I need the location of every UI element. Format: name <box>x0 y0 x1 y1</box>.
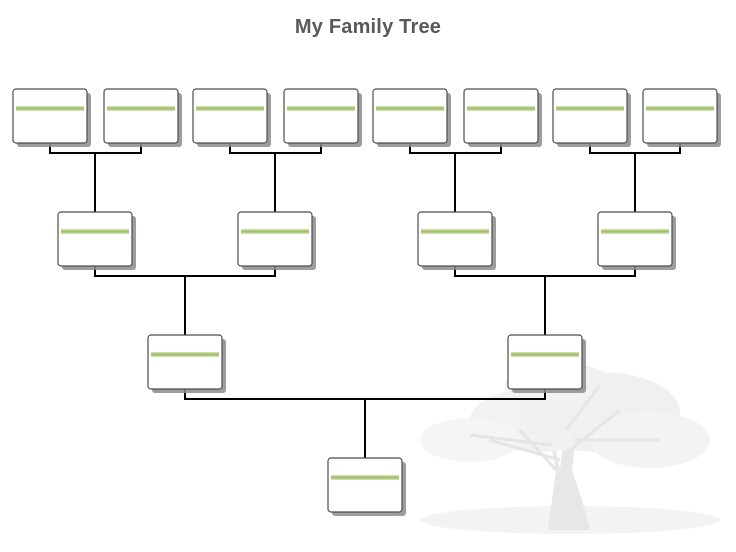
connector-lines <box>49 142 681 459</box>
name-line <box>556 106 624 111</box>
person-box-great-grandparents-4[interactable] <box>283 88 362 147</box>
name-line <box>331 475 399 480</box>
name-line <box>61 229 129 234</box>
name-line <box>196 106 264 111</box>
person-boxes <box>12 88 721 516</box>
name-line <box>376 106 444 111</box>
person-box-parents-1[interactable] <box>147 334 226 393</box>
person-box-parents-2[interactable] <box>507 334 586 393</box>
name-line <box>421 229 489 234</box>
person-box-great-grandparents-8[interactable] <box>642 88 721 147</box>
name-line <box>151 352 219 357</box>
person-box-great-grandparents-5[interactable] <box>372 88 451 147</box>
person-box-grandparents-2[interactable] <box>237 211 316 270</box>
person-box-great-grandparents-3[interactable] <box>192 88 271 147</box>
person-box-great-grandparents-1[interactable] <box>12 88 91 147</box>
page-title: My Family Tree <box>294 16 442 38</box>
name-line <box>241 229 309 234</box>
person-box-grandparents-3[interactable] <box>417 211 496 270</box>
person-box-grandparents-4[interactable] <box>597 211 676 270</box>
person-box-self-1[interactable] <box>327 457 406 516</box>
name-line <box>107 106 175 111</box>
person-box-great-grandparents-2[interactable] <box>103 88 182 147</box>
name-line <box>601 229 669 234</box>
person-box-grandparents-1[interactable] <box>57 211 136 270</box>
tree-silhouette-icon <box>420 363 720 534</box>
name-line <box>467 106 535 111</box>
name-line <box>511 352 579 357</box>
name-line <box>16 106 84 111</box>
name-line <box>287 106 355 111</box>
person-box-great-grandparents-7[interactable] <box>552 88 631 147</box>
person-box-great-grandparents-6[interactable] <box>463 88 542 147</box>
name-line <box>646 106 714 111</box>
